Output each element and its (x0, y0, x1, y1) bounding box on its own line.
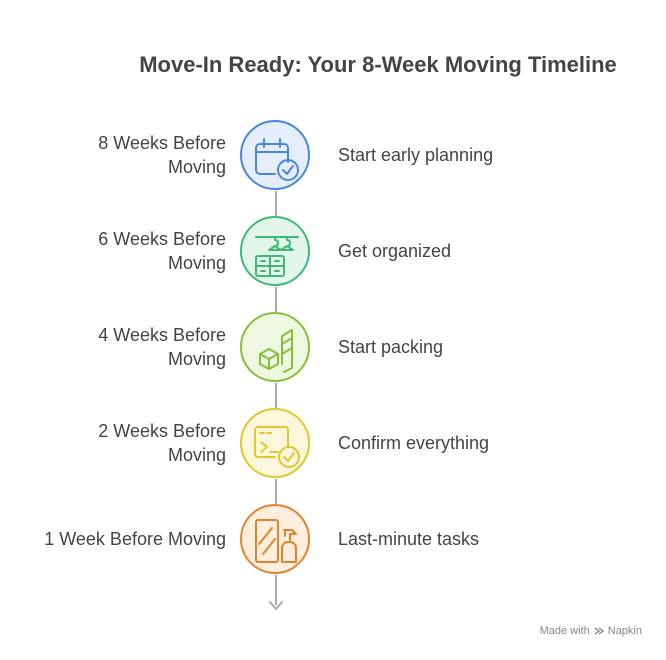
step-description: Confirm everything (338, 433, 490, 453)
napkin-brand-text: Napkin (607, 625, 642, 637)
step-description: Last-minute tasks (338, 529, 480, 549)
box-dolly-icon (259, 329, 293, 373)
made-with-text: Made with (539, 625, 590, 637)
step-icon-circle (240, 216, 310, 286)
step-label: 1 Week Before Moving (44, 529, 226, 549)
arrow-down-icon (269, 601, 283, 610)
hangers-drawers-icon (255, 236, 299, 277)
timeline-connector (275, 383, 277, 408)
step-description: Start packing (338, 337, 444, 357)
napkin-logo-icon (594, 627, 604, 635)
step-icon-circle (240, 120, 310, 190)
step-icon-circle (240, 408, 310, 478)
timeline-connector (275, 287, 277, 312)
document-check-icon (254, 426, 300, 468)
cleaning-spray-icon (255, 519, 297, 563)
timeline-connector (275, 479, 277, 504)
timeline-connector (275, 191, 277, 216)
calendar-check-icon (255, 138, 299, 181)
step-icon-circle (240, 504, 310, 574)
step-description: Get organized (338, 241, 452, 261)
made-with-badge: Made with Napkin (540, 625, 642, 637)
timeline-connector (275, 575, 277, 605)
diagram-title: Move-In Ready: Your 8-Week Moving Timeli… (139, 52, 617, 77)
step-description: Start early planning (338, 145, 494, 165)
step-icon-circle (240, 312, 310, 382)
